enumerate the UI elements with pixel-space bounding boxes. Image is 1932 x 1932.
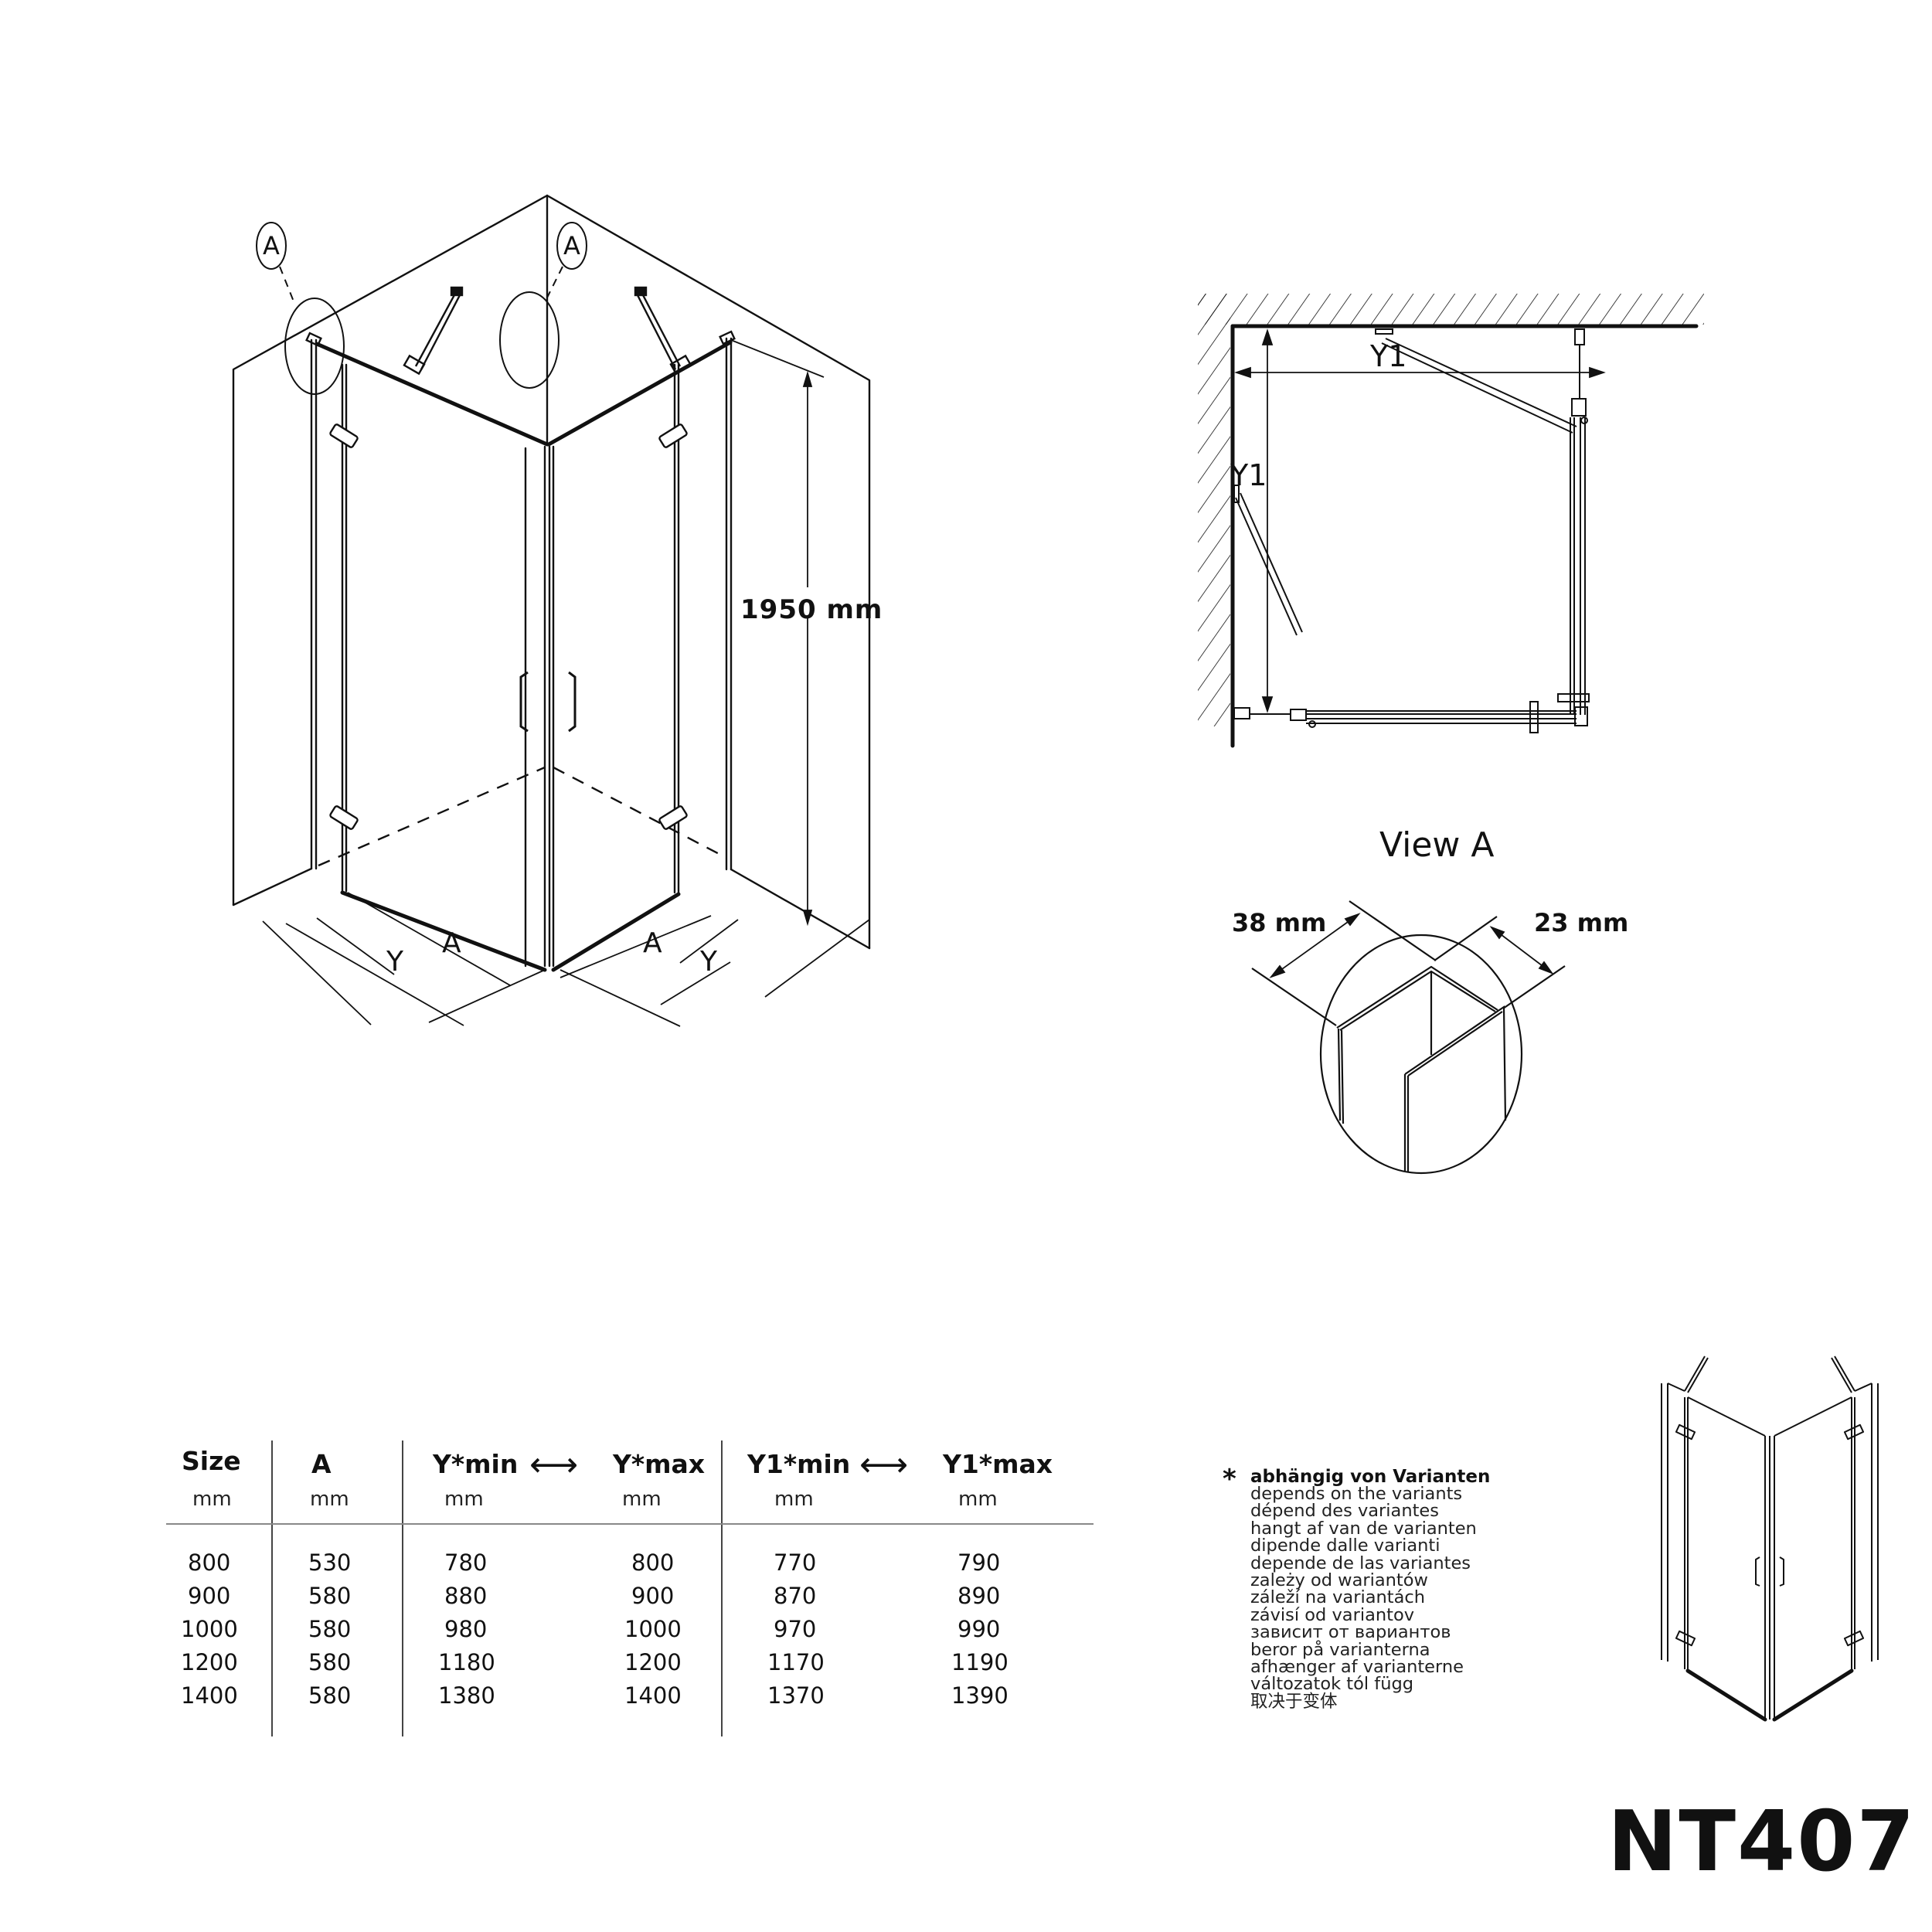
- translation-line: závisí od variantov: [1250, 1604, 1415, 1625]
- cell-ymax: 1400: [624, 1682, 682, 1709]
- header-ymin: Y*min: [433, 1449, 519, 1479]
- right-total-width-label: Y: [700, 946, 717, 978]
- view-a-left-dimension: 38 mm: [1232, 908, 1327, 937]
- view-a-title: View A: [1379, 825, 1495, 865]
- height-dimension-label: 1950 mm: [740, 594, 883, 625]
- unit-ymin: mm: [444, 1488, 484, 1511]
- shower-plan-view-icon: [1198, 294, 1704, 748]
- cell-ymin: 980: [444, 1616, 488, 1642]
- view-a-detail: View A 38 mm 23 mm: [1221, 811, 1716, 1198]
- cell-ymax: 1000: [624, 1616, 682, 1642]
- shower-enclosure-isometric-icon: [232, 194, 871, 1027]
- table-divider: [721, 1440, 723, 1736]
- range-arrow-icon: ⟷: [859, 1445, 909, 1485]
- translation-line: beror på varianterna: [1250, 1639, 1430, 1660]
- detail-marker-right: A: [563, 231, 580, 260]
- isometric-shower-drawing: A A 1950 mm A Y A Y: [0, 0, 927, 1082]
- unit-ymax: mm: [622, 1488, 662, 1511]
- product-code: NT407: [1607, 1794, 1917, 1890]
- left-total-width-label: Y: [386, 946, 403, 978]
- footnote-primary: abhängig von Varianten: [1250, 1467, 1491, 1487]
- translation-line: változatok tól függ: [1250, 1674, 1414, 1695]
- cell-ymax: 1200: [624, 1649, 682, 1675]
- cell-size: 1200: [181, 1649, 238, 1675]
- translation-line: hangt af van de varianten: [1250, 1518, 1477, 1539]
- detail-marker-left: A: [263, 231, 280, 260]
- cell-a: 530: [308, 1549, 352, 1576]
- left-door-width-label: A: [442, 927, 461, 959]
- translation-line: záleží na variantách: [1250, 1587, 1425, 1608]
- cell-y1min: 1370: [767, 1682, 825, 1709]
- profile-detail-icon: [1251, 900, 1566, 1175]
- shower-thumbnail-icon: [1661, 1355, 1879, 1722]
- plan-vertical-dimension-label: Y1: [1230, 458, 1267, 492]
- unit-y1max: mm: [958, 1488, 998, 1511]
- cell-y1max: 890: [957, 1583, 1001, 1609]
- unit-y1min: mm: [774, 1488, 814, 1511]
- asterisk-icon: *: [1223, 1464, 1236, 1495]
- cell-a: 580: [308, 1682, 352, 1709]
- cell-y1max: 1190: [951, 1649, 1009, 1675]
- table-divider: [271, 1440, 273, 1736]
- range-arrow-icon: ⟷: [529, 1445, 579, 1485]
- translation-line: dépend des variantes: [1250, 1501, 1439, 1522]
- cell-y1max: 790: [957, 1549, 1001, 1576]
- table-header-rule: [166, 1523, 1094, 1525]
- cell-a: 580: [308, 1649, 352, 1675]
- cell-size: 800: [188, 1549, 231, 1576]
- header-y1max: Y1*max: [943, 1449, 1053, 1479]
- right-door-width-label: A: [643, 927, 662, 959]
- translation-line: dipende dalle varianti: [1250, 1536, 1440, 1556]
- cell-ymax: 900: [631, 1583, 675, 1609]
- cell-size: 1000: [181, 1616, 238, 1642]
- cell-size: 900: [188, 1583, 231, 1609]
- cell-y1min: 1170: [767, 1649, 825, 1675]
- translation-line: 取决于变体: [1250, 1691, 1338, 1712]
- table-divider: [402, 1440, 403, 1736]
- translation-line: depende de las variantes: [1250, 1553, 1471, 1573]
- header-y1min: Y1*min: [747, 1449, 851, 1479]
- header-a: A: [311, 1449, 332, 1479]
- cell-ymin: 780: [444, 1549, 488, 1576]
- cell-ymin: 1380: [438, 1682, 495, 1709]
- cell-ymax: 800: [631, 1549, 675, 1576]
- cell-y1min: 970: [774, 1616, 817, 1642]
- size-table: Size A Y*min ⟷ Y*max Y1*min ⟷ Y1*max mm …: [166, 1437, 1094, 1739]
- translation-line: afhænger af varianterne: [1250, 1656, 1464, 1677]
- cell-ymin: 1180: [438, 1649, 495, 1675]
- cell-a: 580: [308, 1583, 352, 1609]
- footnote-translations: depends on the variants dépend des varia…: [1250, 1484, 1477, 1712]
- cell-size: 1400: [181, 1682, 238, 1709]
- cell-ymin: 880: [444, 1583, 488, 1609]
- cell-y1min: 870: [774, 1583, 817, 1609]
- cell-y1min: 770: [774, 1549, 817, 1576]
- translation-line: depends on the variants: [1250, 1484, 1463, 1504]
- translation-line: зависит от вариантов: [1250, 1622, 1451, 1643]
- cell-y1max: 1390: [951, 1682, 1009, 1709]
- translation-line: zależy od wariantów: [1250, 1570, 1428, 1590]
- unit-size: mm: [192, 1488, 232, 1511]
- cell-a: 580: [308, 1616, 352, 1642]
- plan-horizontal-dimension-label: Y1: [1370, 339, 1407, 373]
- unit-a: mm: [310, 1488, 349, 1511]
- view-a-right-dimension: 23 mm: [1534, 908, 1629, 937]
- cell-y1max: 990: [957, 1616, 1001, 1642]
- product-thumbnail: [1654, 1337, 1886, 1739]
- header-ymax: Y*max: [613, 1449, 706, 1479]
- header-size: Size: [182, 1446, 241, 1476]
- plan-view-drawing: Y1 Y1: [1190, 286, 1716, 765]
